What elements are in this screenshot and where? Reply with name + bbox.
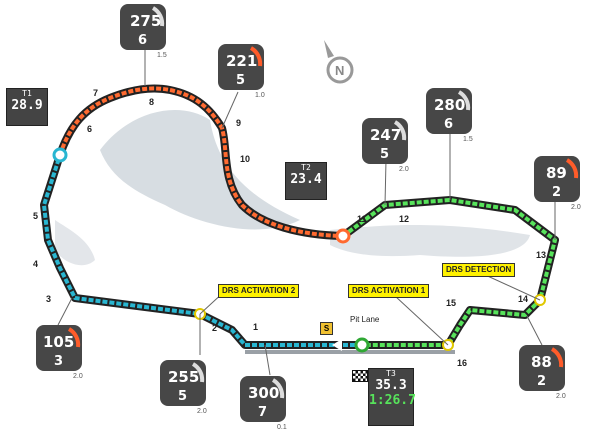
svg-text:N: N (335, 63, 344, 78)
turn-14-label: 14 (518, 294, 528, 304)
sector-time: 28.9 (11, 98, 43, 113)
direction-arrow-icon (332, 339, 342, 351)
park-area-west (55, 220, 95, 266)
sector-2-marker (335, 228, 351, 244)
sector-time: 23.4 (290, 172, 322, 187)
svg-text:255: 255 (168, 368, 199, 386)
svg-text:247: 247 (370, 126, 401, 144)
turn-7-label: 7 (93, 88, 98, 98)
svg-text:105: 105 (43, 333, 74, 351)
speed-box-t1: 300 7 0.1 (240, 376, 287, 431)
svg-text:7: 7 (258, 405, 267, 420)
svg-text:89: 89 (546, 164, 567, 182)
speed-box-t3: 105 3 2.0 (36, 325, 83, 380)
speed-box-t12: 280 6 1.5 (426, 88, 473, 143)
sector-label: T1 (22, 89, 32, 98)
svg-text:1.5: 1.5 (463, 136, 473, 143)
svg-text:5: 5 (380, 147, 389, 162)
drs-detection-label: DRS DETECTION (442, 263, 516, 277)
pit-lane-label: Pit Lane (350, 315, 380, 324)
svg-text:2.0: 2.0 (73, 373, 83, 380)
sector-time: 35.3 (375, 378, 407, 393)
speed-box-t2: 255 5 2.0 (160, 360, 207, 415)
svg-text:221: 221 (226, 52, 257, 70)
turn-3-label: 3 (46, 294, 51, 304)
pit-sign: S (320, 322, 333, 335)
turn-8-label: 8 (149, 97, 154, 107)
svg-text:2.0: 2.0 (571, 204, 581, 211)
svg-text:2.0: 2.0 (556, 393, 566, 400)
svg-text:88: 88 (531, 353, 552, 371)
turn-10-label: 10 (240, 154, 250, 164)
compass-icon: N (324, 40, 354, 84)
turn-9-label: 9 (236, 118, 241, 128)
svg-text:1.0: 1.0 (255, 92, 265, 99)
drs-activation-2-label: DRS ACTIVATION 2 (218, 284, 300, 298)
svg-text:5: 5 (178, 389, 187, 404)
turn-12-label: 12 (399, 214, 409, 224)
turn-6-label: 6 (87, 124, 92, 134)
svg-text:2.0: 2.0 (399, 166, 409, 173)
lake-area (100, 110, 300, 230)
svg-text:275: 275 (130, 12, 161, 30)
park-area (330, 225, 530, 257)
speed-box-t16: 88 2 2.0 (519, 345, 566, 400)
sector-2-track (56, 84, 344, 240)
turn-11-label: 11 (357, 214, 367, 224)
svg-text:2: 2 (552, 185, 561, 200)
sector-label: T3 (386, 369, 396, 378)
svg-text:6: 6 (444, 117, 453, 132)
checkered-flag-icon (352, 370, 368, 382)
svg-text:280: 280 (434, 96, 465, 114)
sector-box-t2: T2 23.4 (285, 162, 327, 200)
speed-box-t13: 89 2 2.0 (534, 156, 581, 211)
sector-1-marker (52, 147, 68, 163)
svg-text:1.5: 1.5 (157, 52, 167, 59)
lap-time: 1:26.7 (369, 393, 416, 408)
turn-16-label: 16 (457, 358, 467, 368)
speed-box-t9: 221 5 1.0 (218, 44, 265, 99)
svg-text:2.0: 2.0 (197, 408, 207, 415)
connector-lines (57, 48, 556, 376)
turn-15-label: 15 (446, 298, 456, 308)
turn-1-label: 1 (253, 322, 258, 332)
svg-text:6: 6 (138, 33, 147, 48)
drs-activation-1-label: DRS ACTIVATION 1 (348, 284, 430, 298)
svg-text:2: 2 (537, 374, 546, 389)
sector-1-track (40, 153, 362, 349)
speed-box-t11: 247 5 2.0 (362, 118, 409, 173)
sector-label: T2 (301, 163, 311, 172)
sector-box-t3: T3 35.3 1:26.7 (368, 368, 416, 426)
turn-5-label: 5 (33, 211, 38, 221)
turn-13-label: 13 (536, 250, 546, 260)
svg-text:5: 5 (236, 73, 245, 88)
svg-text:300: 300 (248, 384, 279, 402)
speed-box-t8: 275 6 1.5 (120, 4, 167, 59)
turn-4-label: 4 (33, 259, 38, 269)
sector-box-t1: T1 28.9 (6, 88, 48, 126)
turn-2-label: 2 (212, 323, 217, 333)
svg-text:0.1: 0.1 (277, 424, 287, 431)
sector-3-marker (354, 337, 370, 353)
svg-text:3: 3 (54, 354, 63, 369)
